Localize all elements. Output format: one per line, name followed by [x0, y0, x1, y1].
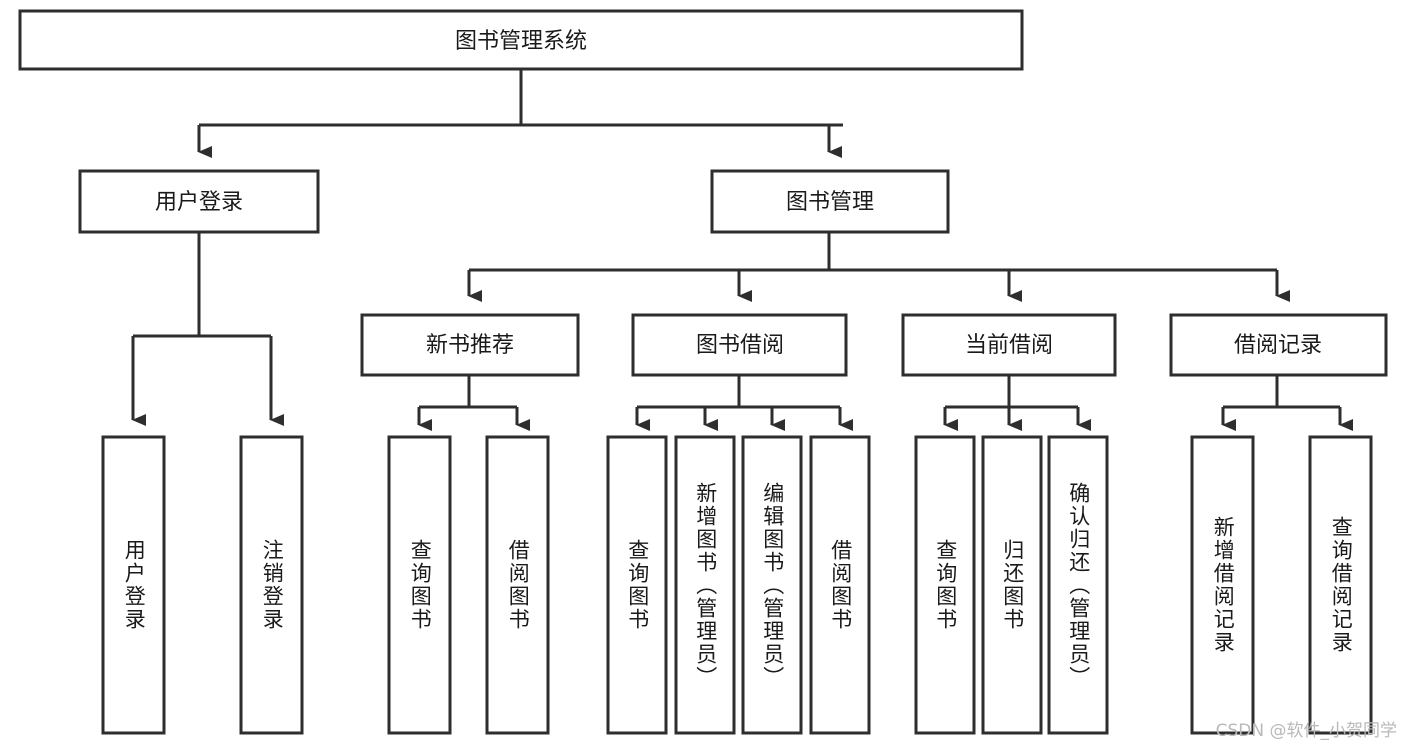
- leaf-box-nb-borrow-book: [485, 435, 550, 735]
- connector-bookmgmt-to-level3: [467, 232, 1290, 302]
- node-borrow-record-label: 借阅记录: [1234, 333, 1322, 358]
- leaf-boxes: [101, 435, 1373, 735]
- leaf-box-bb-query-book: [606, 435, 668, 735]
- connector-currentborrow-to-leaves: [943, 375, 1091, 431]
- leaf-box-br-add-record: [1190, 435, 1255, 735]
- leaf-box-bb-edit-book: [741, 435, 803, 735]
- leaf-box-cb-query-book: [914, 435, 976, 735]
- node-root[interactable]: 图书管理系统: [18, 9, 1024, 71]
- csdn-watermark: CSDN @软件_小贺同学: [1215, 721, 1397, 741]
- node-new-book-recommend-label: 新书推荐: [426, 333, 514, 358]
- node-current-borrow-label: 当前借阅: [965, 333, 1053, 358]
- node-current-borrow[interactable]: 当前借阅: [901, 313, 1117, 377]
- node-book-management[interactable]: 图书管理: [710, 169, 950, 234]
- leaf-box-cb-return-book: [981, 435, 1043, 735]
- connector-root-to-level2: [197, 69, 843, 158]
- node-book-borrow-label: 图书借阅: [696, 333, 784, 358]
- node-new-book-recommend[interactable]: 新书推荐: [360, 313, 580, 377]
- connector-borrowrecord-to-leaves: [1221, 375, 1353, 431]
- node-user-login[interactable]: 用户登录: [78, 169, 320, 234]
- node-root-label: 图书管理系统: [455, 29, 587, 54]
- connector-bookborrow-to-leaves: [635, 375, 853, 431]
- leaf-box-bb-borrow-book: [809, 435, 871, 735]
- node-book-management-label: 图书管理: [786, 190, 874, 215]
- leaf-box-bb-add-book: [674, 435, 736, 735]
- leaf-box-br-query-record: [1308, 435, 1373, 735]
- leaf-box-nb-query-book: [387, 435, 452, 735]
- leaf-box-user-login: [101, 435, 166, 735]
- node-book-borrow[interactable]: 图书借阅: [631, 313, 848, 377]
- connector-newbook-to-leaves: [417, 375, 530, 431]
- connector-userlogin-to-leaves: [131, 232, 284, 426]
- leaf-box-logout: [239, 435, 304, 735]
- leaf-box-cb-confirm-return: [1047, 435, 1109, 735]
- node-user-login-label: 用户登录: [155, 190, 243, 215]
- node-borrow-record[interactable]: 借阅记录: [1169, 313, 1388, 377]
